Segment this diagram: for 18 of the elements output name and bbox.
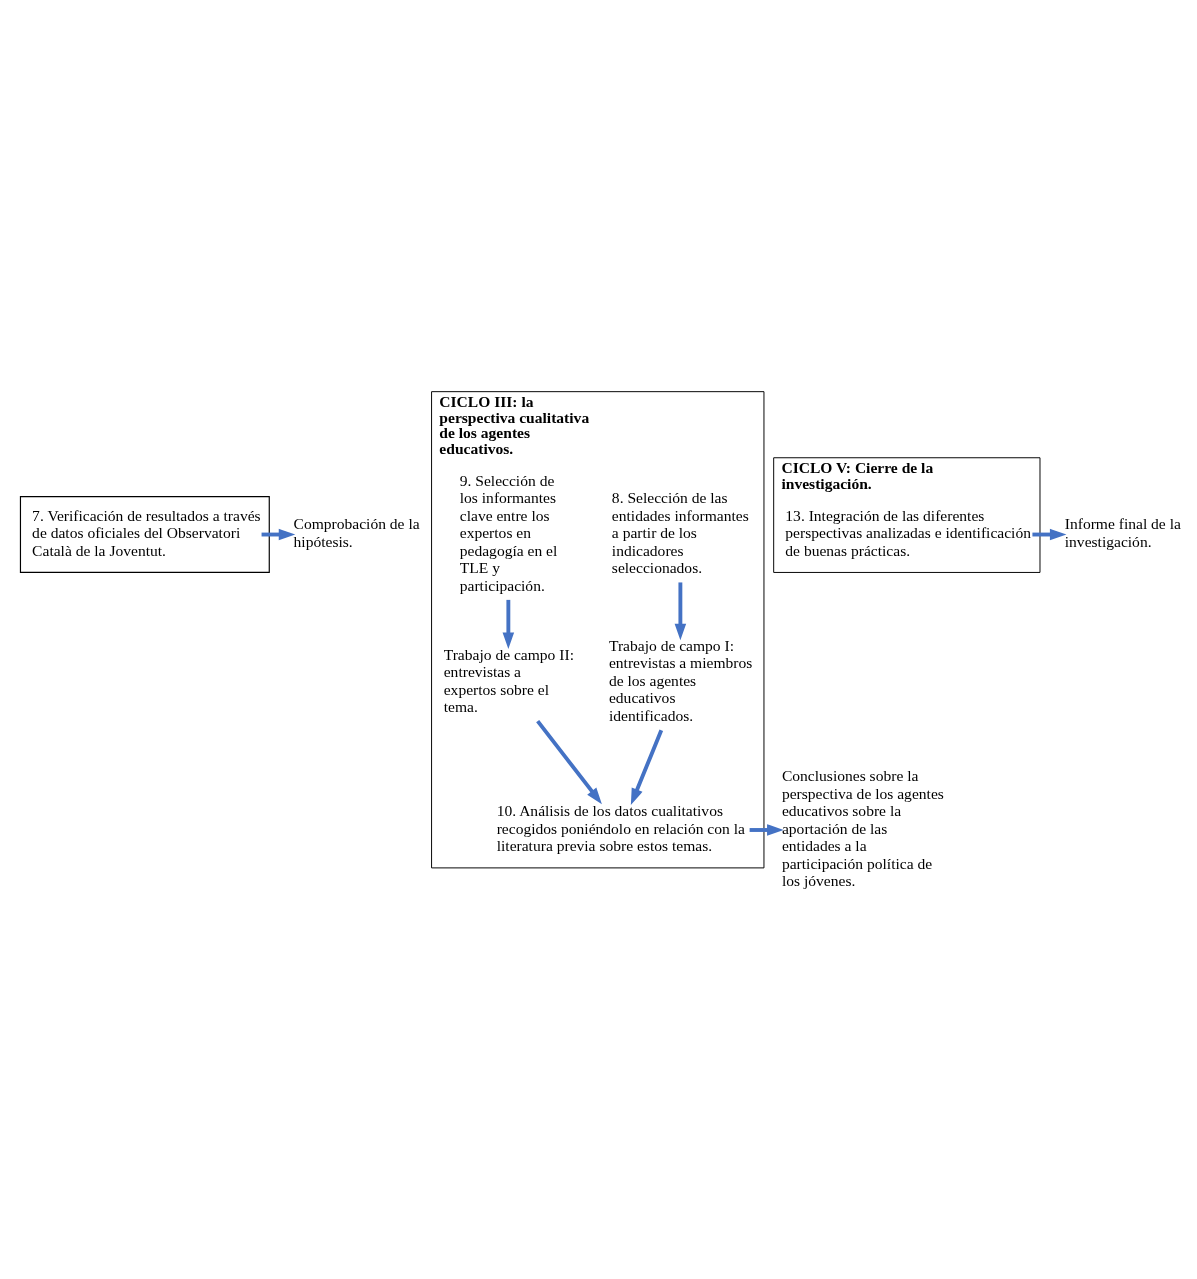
node-text: Trabajo de campo II: entrevistas a expertos sobre el tema. xyxy=(443,645,574,716)
node-text: 10. Análisis de los datos cualitativos recogidos poniéndolo en relación con la literatura previa sobre estos temas. xyxy=(496,802,745,855)
node-text: 7. Verificación de resultados a través de datos oficiales del Observatori Català de la Joventut. xyxy=(32,506,261,559)
cluster xyxy=(19,496,270,574)
node-text: 9. Selección de los informantes clave entre los expertos en pedagogía en el TLE y participación. xyxy=(459,471,558,594)
node-text: Informe final de la investigación. xyxy=(1064,515,1181,550)
arrow xyxy=(749,824,784,836)
node-text: Conclusiones sobre la perspectiva de los agentes educativos sobre la aportación de las entidades a la participación política de los jóvenes. xyxy=(781,767,944,890)
node-text: Comprobación de la hipótesis. xyxy=(293,515,420,550)
arrow xyxy=(261,528,296,541)
arrow xyxy=(1032,528,1067,541)
node-text: 13. Integración de las diferentes perspectivas analizadas e identificación de buenas prácticas. xyxy=(785,506,1031,559)
arrow xyxy=(502,599,515,650)
arrow xyxy=(630,729,664,806)
arrow xyxy=(536,719,602,805)
node-text: 8. Selección de las entidades informantes a partir de los indicadores seleccionados. xyxy=(611,489,749,577)
node-text: Trabajo de campo I: entrevistas a miembros de los agentes educativos identificados. xyxy=(608,636,753,724)
arrow xyxy=(674,582,687,641)
